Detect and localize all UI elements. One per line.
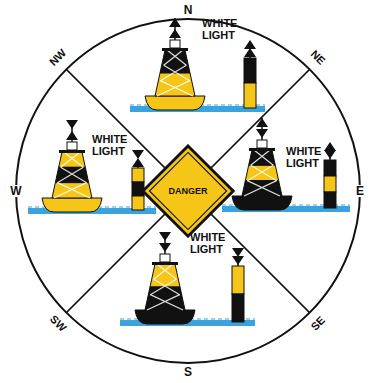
spar-buoy	[244, 83, 256, 108]
spar-buoy	[324, 160, 336, 176]
topmark-cone	[132, 150, 144, 159]
quadrant-line	[66, 69, 309, 312]
topmark-cone	[132, 158, 144, 167]
compass-point: SE	[307, 313, 328, 334]
topmark-cone	[159, 243, 171, 252]
topmark-cone	[324, 150, 336, 159]
topmark-cone	[232, 248, 244, 257]
spar-buoy	[244, 58, 256, 83]
spar-buoy	[232, 294, 244, 322]
cardinal-buoy	[120, 232, 255, 326]
spar-buoy	[324, 192, 336, 208]
topmark-cone	[324, 142, 336, 151]
topmark-cone	[66, 120, 78, 129]
light-label: WHITE LIGHT	[92, 134, 136, 157]
topmark-cone	[244, 40, 256, 49]
quadrant-line	[66, 69, 309, 312]
topmark-cone	[159, 232, 171, 241]
compass-circle	[16, 19, 360, 363]
cardinal-buoy	[28, 120, 156, 214]
spar-buoy	[132, 196, 144, 210]
light-label: WHITE LIGHT	[202, 18, 246, 41]
light-housing	[67, 142, 77, 150]
light-label: WHITE LIGHT	[190, 232, 234, 255]
topmark-cone	[169, 18, 181, 27]
danger-diamond: DANGER	[141, 144, 235, 238]
compass-point: E	[354, 185, 366, 198]
cardinal-buoy	[222, 118, 350, 212]
danger-text: DANGER	[168, 186, 207, 196]
light-label: WHITE LIGHT	[286, 146, 330, 169]
spar-buoy	[132, 182, 144, 196]
spar-buoy	[324, 176, 336, 192]
topmark-cone	[232, 256, 244, 265]
topmark-cone	[256, 118, 268, 127]
spar-buoy	[232, 266, 244, 294]
light-housing	[257, 140, 267, 148]
spar-buoy	[132, 168, 144, 182]
light-housing	[170, 40, 180, 48]
compass-point: W	[8, 185, 23, 198]
cardinal-buoy	[130, 18, 265, 112]
compass-point: NW	[46, 46, 70, 70]
topmark-cone	[256, 129, 268, 138]
topmark-cone	[244, 48, 256, 57]
compass-point: SW	[46, 312, 70, 336]
compass-point: NE	[307, 47, 329, 69]
topmark-cone	[66, 131, 78, 140]
compass-point: S	[182, 366, 194, 379]
light-housing	[160, 254, 170, 262]
compass-point: N	[182, 4, 195, 17]
topmark-cone	[169, 29, 181, 38]
